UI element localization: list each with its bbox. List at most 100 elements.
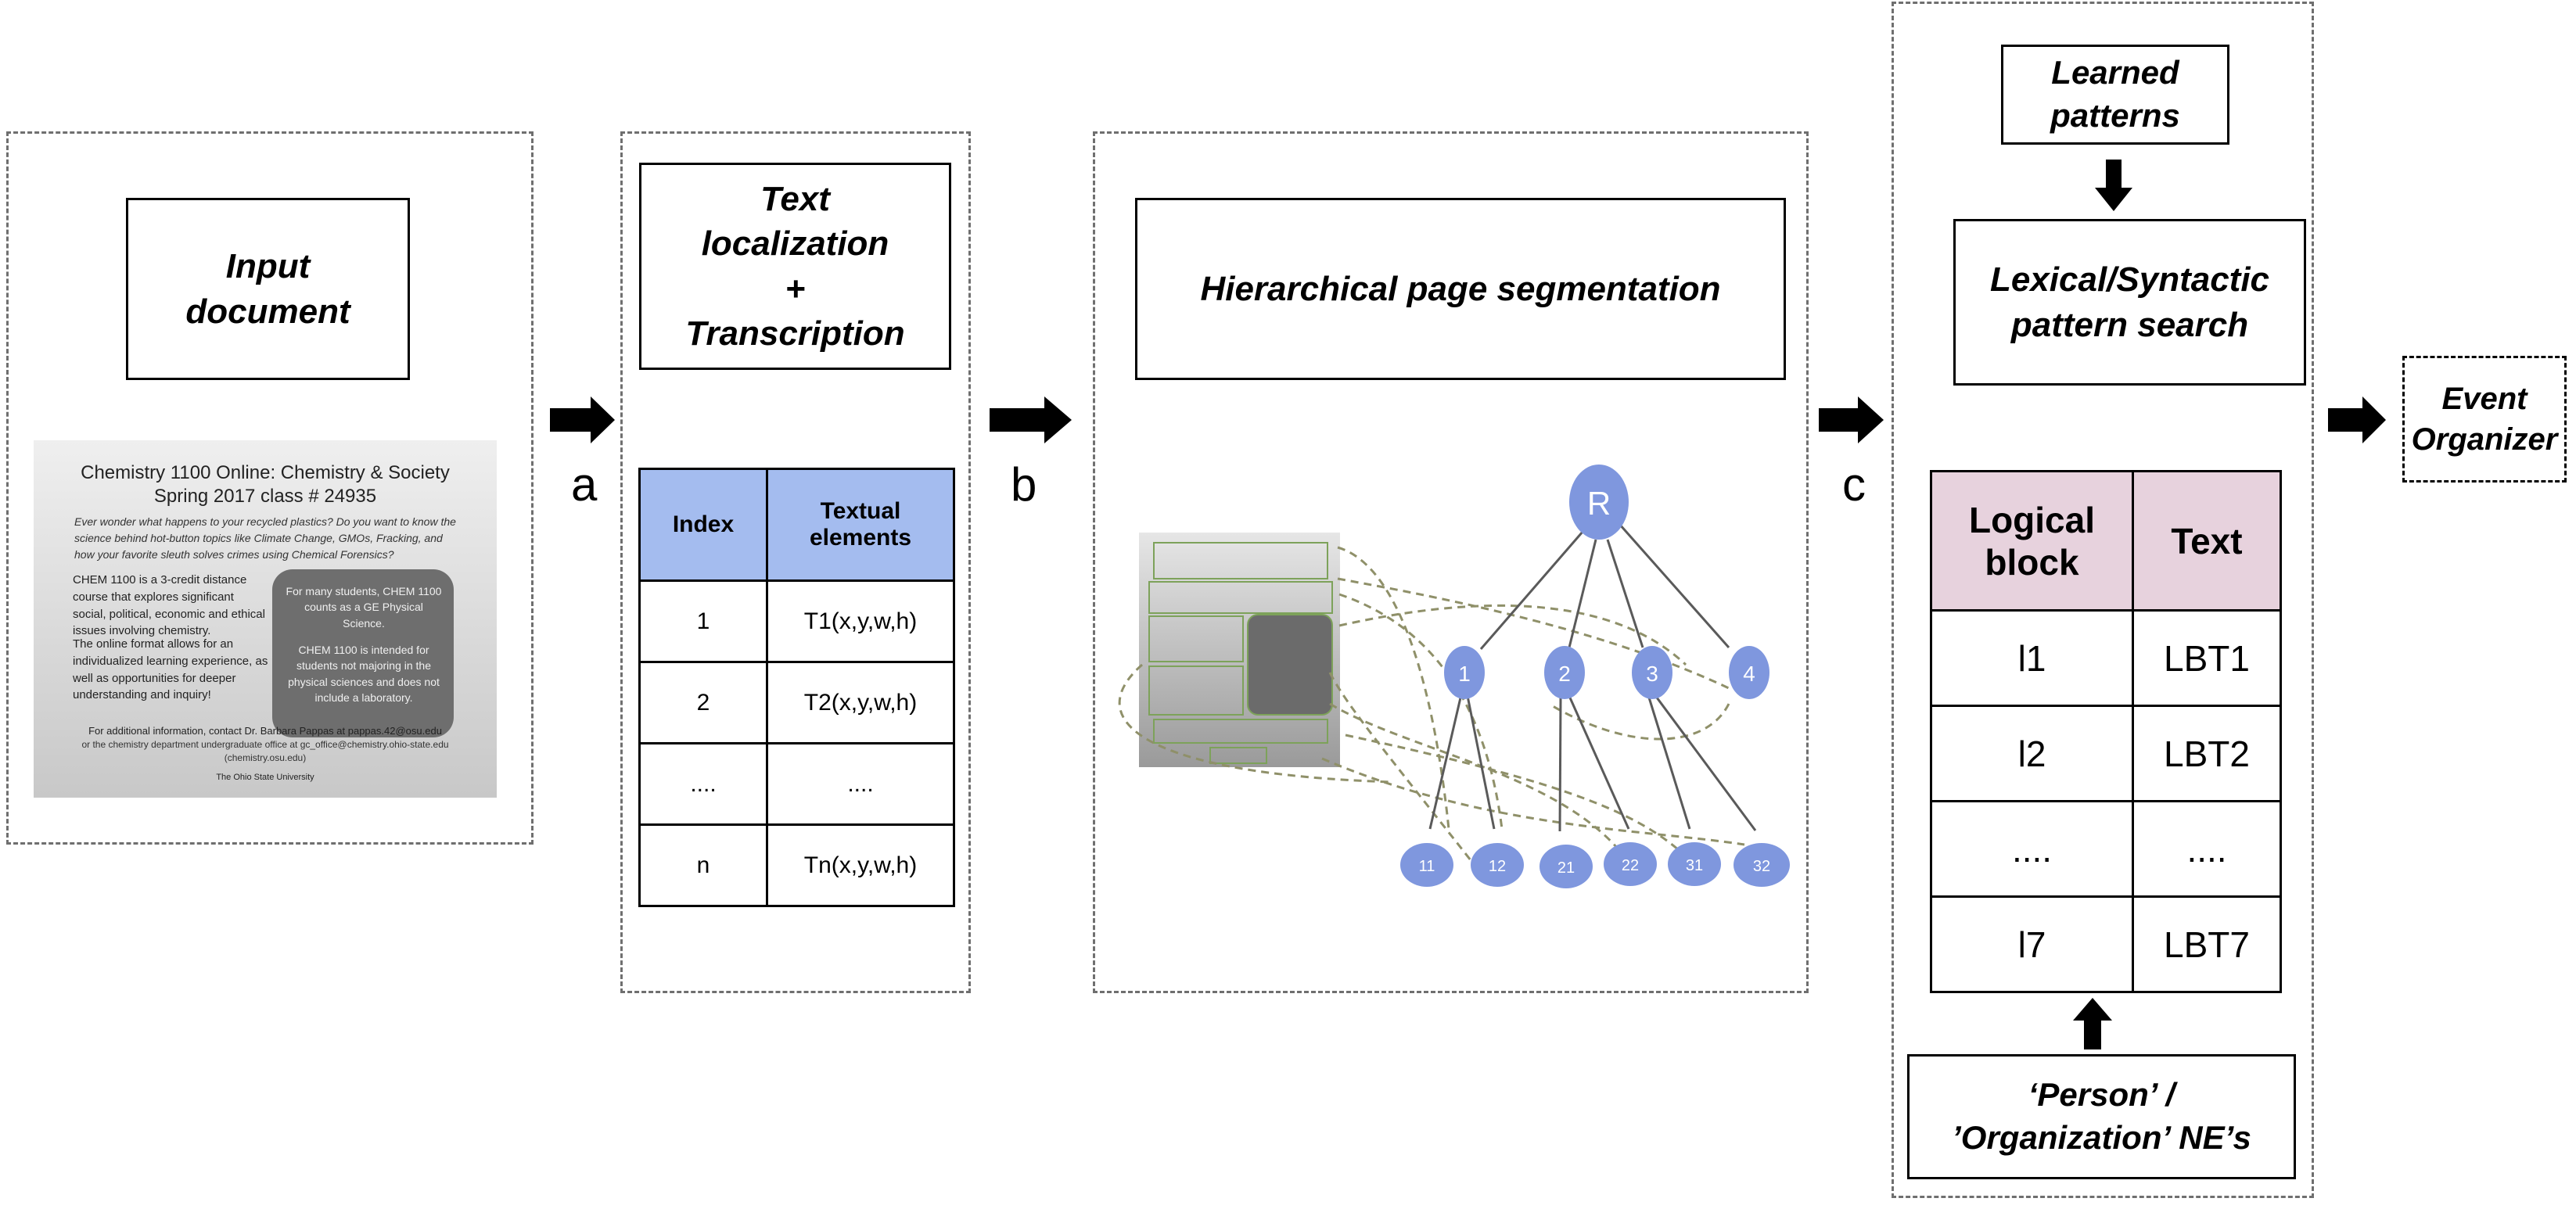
logical-block-table: Logical block Text l1 LBT1 l2 LBT2 .... … (1930, 470, 2282, 993)
table-cell: .... (1930, 800, 2134, 898)
input-document-label: Input document (185, 247, 350, 331)
tree-link (1118, 663, 1393, 784)
table-cell: l2 (1930, 705, 2134, 802)
segment-block (1209, 747, 1267, 764)
tree-label-12: 12 (1489, 858, 1506, 875)
header-textual-elements: Textual elements (766, 468, 955, 582)
segment-block (1153, 719, 1328, 744)
table-cell: 2 (638, 661, 768, 744)
tree-edge (1647, 697, 1691, 830)
tree-label-31: 31 (1686, 857, 1703, 874)
tree-link (1328, 672, 1472, 861)
table-cell: .... (2132, 800, 2282, 898)
flyer-footer-3: (chemistry.osu.edu) (224, 752, 307, 763)
arrow-b-icon (990, 396, 1072, 443)
tree-edge (1568, 695, 1630, 830)
tree-link (1337, 577, 1730, 690)
table-row: .... .... (1930, 800, 2282, 898)
step-label-c: c (1842, 458, 1866, 511)
table-cell: .... (766, 742, 955, 826)
event-organizer-box: Event Organizer (2402, 356, 2567, 483)
tree-edge (1466, 695, 1496, 830)
flyer-column-1b: The online format allows for an individu… (73, 637, 268, 702)
table-cell: n (638, 823, 768, 907)
table-row: l2 LBT2 (1930, 705, 2282, 802)
arrow-c-icon (1819, 396, 1884, 443)
flyer-intro: Ever wonder what happens to your recycle… (74, 515, 456, 561)
pattern-search-panel (1892, 2, 2314, 1198)
table-cell: Tn(x,y,w,h) (766, 823, 955, 907)
localization-line-2: localization (701, 224, 889, 264)
segment-block (1148, 581, 1333, 614)
flyer-footer-1: For additional information, contact Dr. … (88, 725, 442, 737)
table-cell: T2(x,y,w,h) (766, 661, 955, 744)
table-cell: l1 (1930, 609, 2134, 707)
table-cell: LBT2 (2132, 705, 2282, 802)
tree-label-11: 11 (1419, 858, 1435, 875)
segment-block (1247, 614, 1333, 716)
segmentation-box: Hierarchical page segmentation (1135, 198, 1786, 380)
tree-link (1345, 734, 1691, 862)
step-label-a: a (571, 458, 598, 511)
flyer-column-2a: For many students, CHEM 1100 counts as a… (286, 585, 442, 630)
tree-node-21 (1539, 845, 1593, 888)
tree-node-root (1569, 465, 1629, 540)
tree-edge (1558, 697, 1562, 832)
table-cell: 1 (638, 579, 768, 663)
tree-nodes (1400, 465, 1790, 888)
flyer-column-1a: CHEM 1100 is a 3-credit distance course … (73, 573, 265, 638)
segment-block (1148, 665, 1244, 716)
tree-node-4 (1729, 646, 1769, 699)
tree-node-3 (1632, 646, 1672, 699)
input-document-box: Input document (126, 198, 410, 380)
table-header-row: Logical block Text (1930, 470, 2282, 612)
tree-node-22 (1604, 842, 1657, 886)
search-line-1: Lexical/Syntactic (1989, 260, 2270, 300)
input-panel (6, 131, 534, 845)
search-line-2: pattern search (2010, 305, 2249, 344)
tree-edge (1428, 694, 1463, 830)
tree-label-2: 2 (1558, 662, 1571, 686)
tree-node-12 (1471, 843, 1524, 887)
table-cell: LBT1 (2132, 609, 2282, 707)
tree-node-11 (1400, 843, 1453, 887)
ne-line-2: ’Organization’ NE’s (1952, 1119, 2251, 1156)
table-row: 1 T1(x,y,w,h) (638, 579, 955, 663)
table-header-row: Index Textual elements (638, 468, 955, 582)
localization-box: Text localization + Transcription (639, 163, 951, 370)
tree-node-1 (1444, 646, 1485, 699)
header-index: Index (638, 468, 768, 582)
tree-link (1338, 593, 1504, 830)
named-entities-box: ‘Person’ / ’Organization’ NE’s (1907, 1054, 2296, 1179)
tree-edge (1653, 694, 1757, 831)
tree-edge (1568, 539, 1597, 648)
segment-block (1153, 542, 1328, 579)
tree-node-32 (1734, 843, 1790, 887)
header-text: Text (2132, 470, 2282, 612)
localization-line-4: Transcription (685, 314, 905, 353)
flyer-footer-2: or the chemistry department undergraduat… (81, 739, 449, 750)
tree-edge (1479, 525, 1590, 650)
table-row: l1 LBT1 (1930, 609, 2282, 707)
table-cell: l7 (1930, 895, 2134, 993)
tree-link (1338, 604, 1687, 666)
tree-label-4: 4 (1743, 662, 1755, 686)
table-cell: T1(x,y,w,h) (766, 579, 955, 663)
table-row: l7 LBT7 (1930, 895, 2282, 993)
segment-block (1148, 615, 1244, 662)
tree-link (1321, 757, 1745, 846)
tree-label-32: 32 (1753, 858, 1770, 875)
step-label-b: b (1011, 458, 1037, 511)
learned-patterns-box: Learned patterns (2001, 45, 2229, 145)
table-row: 2 T2(x,y,w,h) (638, 661, 955, 744)
input-document-image: Chemistry 1100 Online: Chemistry & Socie… (34, 440, 497, 798)
output-line-1: Event (2441, 382, 2527, 416)
localization-panel (620, 131, 971, 993)
flyer-column-2b: CHEM 1100 is intended for students not m… (288, 644, 440, 704)
table-cell: LBT7 (2132, 895, 2282, 993)
text-elements-table: Index Textual elements 1 T1(x,y,w,h) 2 T… (638, 468, 955, 907)
segmentation-panel (1093, 131, 1809, 993)
segmentation-label: Hierarchical page segmentation (1200, 269, 1721, 308)
tree-node-labels: R 1 2 3 4 11 12 21 22 31 32 (1419, 485, 1771, 877)
